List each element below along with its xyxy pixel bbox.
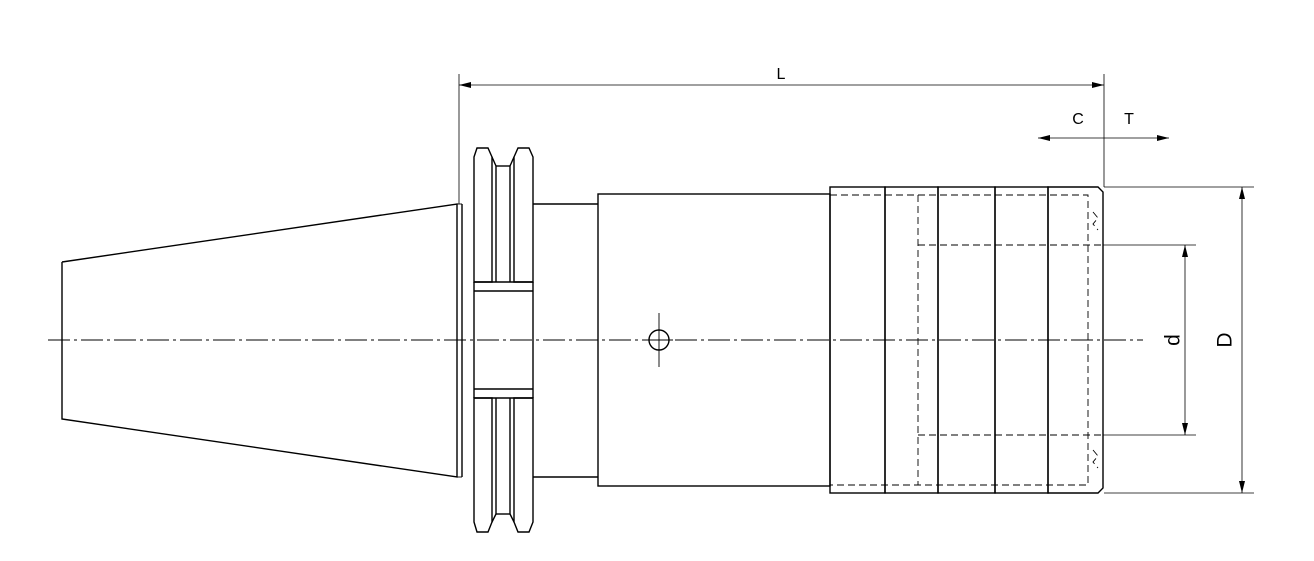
dimension-D: D [1104, 186, 1254, 494]
dimension-label-D: D [1214, 332, 1237, 347]
dimension-C-T: C T [1038, 111, 1169, 141]
neck [533, 203, 598, 478]
dimension-label-C: C [1072, 111, 1084, 128]
dimension-label-d: d [1162, 334, 1185, 346]
taper-shank [61, 203, 463, 478]
v-flange [473, 147, 534, 533]
dimension-label-T: T [1124, 111, 1134, 128]
dimension-label-L: L [777, 66, 786, 83]
dimension-L: L [458, 66, 1105, 204]
dimension-d: d [1103, 244, 1196, 436]
